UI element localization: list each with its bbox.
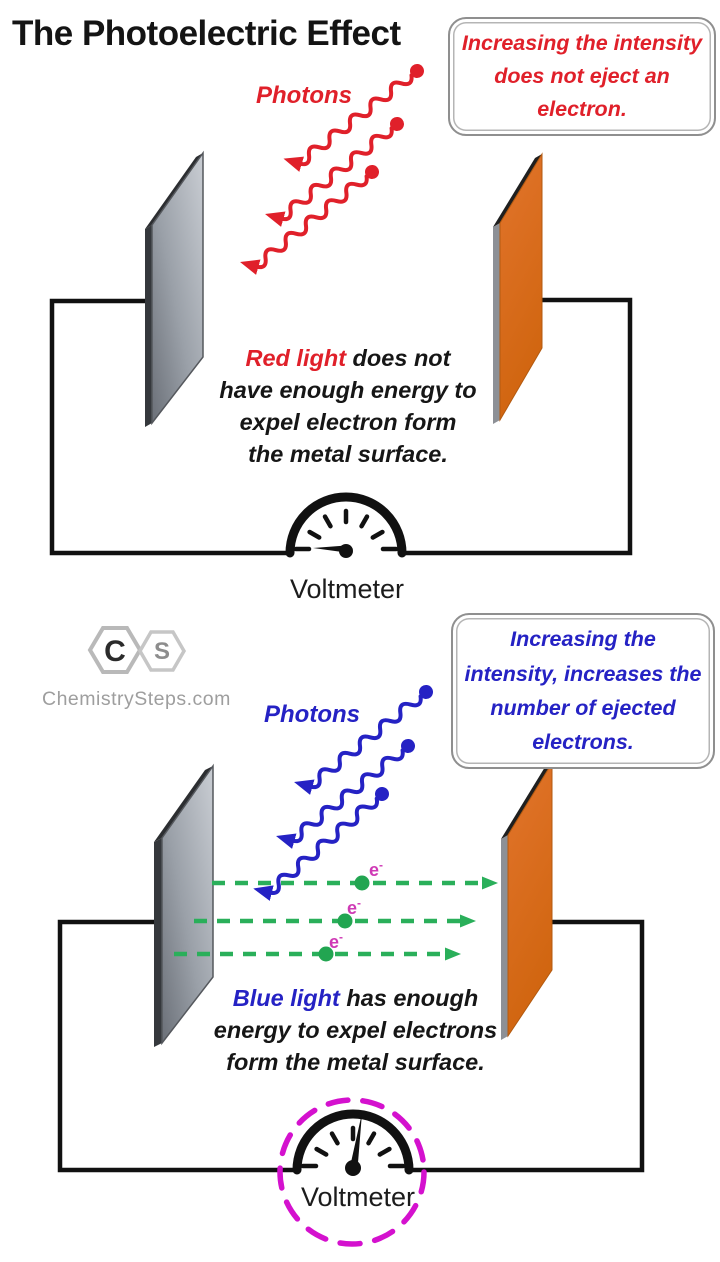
bottom-circuit-wire [57, 919, 645, 1173]
top-callout-text: Increasing the intensity does not eject … [461, 30, 703, 122]
top-voltmeter-gauge-icon [285, 492, 407, 558]
bottom-caption-rest: has enough [339, 985, 479, 1011]
top-caption-rest: does not [346, 345, 451, 371]
diagram-title: The Photoelectric Effect [12, 14, 401, 53]
blue-photon-wave-icons [253, 685, 433, 901]
electron-symbol: e- [369, 858, 384, 880]
bottom-callout-box: Increasing the intensity, increases the … [451, 613, 715, 769]
photons-label-blue: Photons [264, 701, 360, 728]
bottom-anode-plate [501, 761, 553, 1040]
top-caption: Red light does not have enough energy to… [198, 342, 498, 470]
bottom-callout-text: Increasing the intensity, increases the … [464, 627, 702, 755]
top-anode-plate [493, 152, 543, 424]
electron-symbol: e- [329, 930, 344, 952]
logo-letter-c: C [104, 635, 126, 668]
bottom-caption-lines: energy to expel electrons form the metal… [213, 1017, 498, 1075]
top-voltmeter-label: Voltmeter [289, 574, 405, 604]
top-caption-line1: Red light does not [198, 342, 498, 374]
bottom-caption-highlight: Blue light [232, 985, 340, 1011]
bottom-caption: Blue light has enough energy to expel el… [203, 982, 508, 1078]
photons-label-red: Photons [256, 82, 352, 109]
voltmeter-highlight-dashed-circle [277, 1097, 427, 1247]
bottom-cathode-plate [154, 763, 214, 1047]
logo-letter-s: S [154, 638, 170, 665]
bottom-voltmeter-label: Voltmeter [300, 1182, 416, 1212]
electron-dots [318, 875, 370, 962]
top-caption-lines: have enough energy to expel electron for… [219, 377, 477, 467]
site-name: ChemistrySteps.com [42, 688, 231, 710]
electron-symbol: e- [347, 896, 362, 918]
bottom-caption-line1: Blue light has enough [203, 982, 508, 1014]
chemistrysteps-logo-icon: C S [87, 626, 187, 674]
top-caption-highlight: Red light [245, 345, 347, 371]
top-circuit-wire [49, 297, 633, 556]
top-cathode-plate [145, 150, 204, 427]
top-callout-box: Increasing the intensity does not eject … [448, 17, 716, 136]
bottom-voltmeter-gauge-icon [292, 1109, 414, 1176]
red-photon-wave-icons [240, 64, 424, 275]
